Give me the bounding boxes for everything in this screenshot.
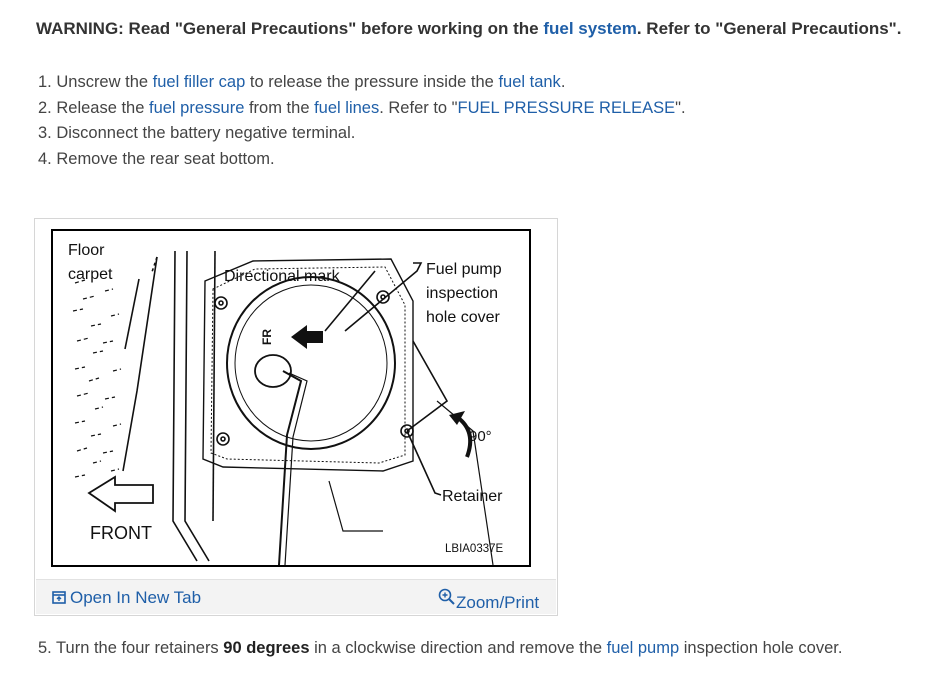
step-text: Unscrew the <box>51 73 153 91</box>
step-text: . <box>560 73 566 91</box>
step-number: 1. <box>38 73 52 91</box>
label-inspection: inspection <box>426 285 499 302</box>
step-number: 5. <box>38 639 52 657</box>
steps-list: 1. Unscrew the fuel filler cap to releas… <box>38 70 686 172</box>
step-text: . Refer to " <box>379 98 458 117</box>
fuel-pressure-release-link[interactable]: FUEL PRESSURE RELEASE <box>457 98 676 117</box>
warning-text: WARNING: Read "General Precautions" befo… <box>36 19 901 39</box>
zoom-print-button[interactable]: Zoom/Print <box>438 588 539 613</box>
step-text: Turn the four retainers <box>51 639 224 657</box>
zoom-icon <box>438 588 455 605</box>
diagram-drawing <box>72 250 494 565</box>
label-front: FRONT <box>90 523 152 543</box>
step-number: 4. <box>38 149 52 168</box>
fuel-pump-link[interactable]: fuel pump <box>606 639 680 657</box>
label-directional-mark: Directional mark <box>224 268 340 285</box>
step-2: 2. Release the fuel pressure from the fu… <box>38 96 686 122</box>
step-number: 2. <box>38 98 52 117</box>
rotate-clockwise-icon <box>455 415 473 458</box>
step-bold-text: 90 degrees <box>223 639 310 657</box>
label-retainer: Retainer <box>442 488 503 505</box>
open-new-tab-label: Open In New Tab <box>70 588 202 607</box>
fuel-lines-link[interactable]: fuel lines <box>314 98 380 117</box>
figure-container: Floor carpet Directional mark Fuel pump … <box>34 218 558 616</box>
step-4: 4. Remove the rear seat bottom. <box>38 147 686 173</box>
fuel-pump-diagram: Floor carpet Directional mark Fuel pump … <box>51 229 531 567</box>
fuel-pressure-link[interactable]: fuel pressure <box>149 98 245 117</box>
fuel-filler-cap-link[interactable]: fuel filler cap <box>152 73 246 91</box>
directional-arrow-icon <box>291 325 323 349</box>
label-fuel-pump: Fuel pump <box>426 261 502 278</box>
label-carpet: carpet <box>68 266 113 283</box>
label-90-degrees: 90° <box>469 428 492 445</box>
label-hole-cover: hole cover <box>426 309 500 326</box>
warning-prefix: WARNING: Read "General Precautions" befo… <box>36 19 544 38</box>
step-text: from the <box>244 98 315 117</box>
open-new-tab-button[interactable]: Open In New Tab <box>52 588 201 608</box>
step-1: 1. Unscrew the fuel filler cap to releas… <box>38 70 686 96</box>
label-fr: FR <box>260 329 274 345</box>
figure-code: LBIA0337E <box>445 543 504 555</box>
warning-suffix: . Refer to "General Precautions". <box>636 19 902 38</box>
figure-toolbar: Open In New Tab Zoom/Print <box>36 579 556 614</box>
step-text: inspection hole cover. <box>679 639 843 657</box>
label-floor: Floor <box>68 242 105 259</box>
step-5: 5. Turn the four retainers 90 degrees in… <box>38 639 842 658</box>
step-text: Remove the rear seat bottom. <box>51 149 275 168</box>
step-text: in a clockwise direction and remove the <box>309 639 607 657</box>
step-text: Disconnect the battery negative terminal… <box>51 124 356 142</box>
step-text: ". <box>675 98 686 117</box>
step-text: Release the <box>51 98 149 117</box>
step-text: to release the pressure inside the <box>245 73 499 91</box>
step-3: 3. Disconnect the battery negative termi… <box>38 121 686 147</box>
zoom-print-label: Zoom/Print <box>456 593 540 612</box>
open-new-tab-icon <box>52 591 66 604</box>
fuel-tank-link[interactable]: fuel tank <box>498 73 561 91</box>
step-number: 3. <box>38 124 52 142</box>
fuel-system-link[interactable]: fuel system <box>543 19 637 38</box>
carpet-hatching <box>72 279 122 478</box>
